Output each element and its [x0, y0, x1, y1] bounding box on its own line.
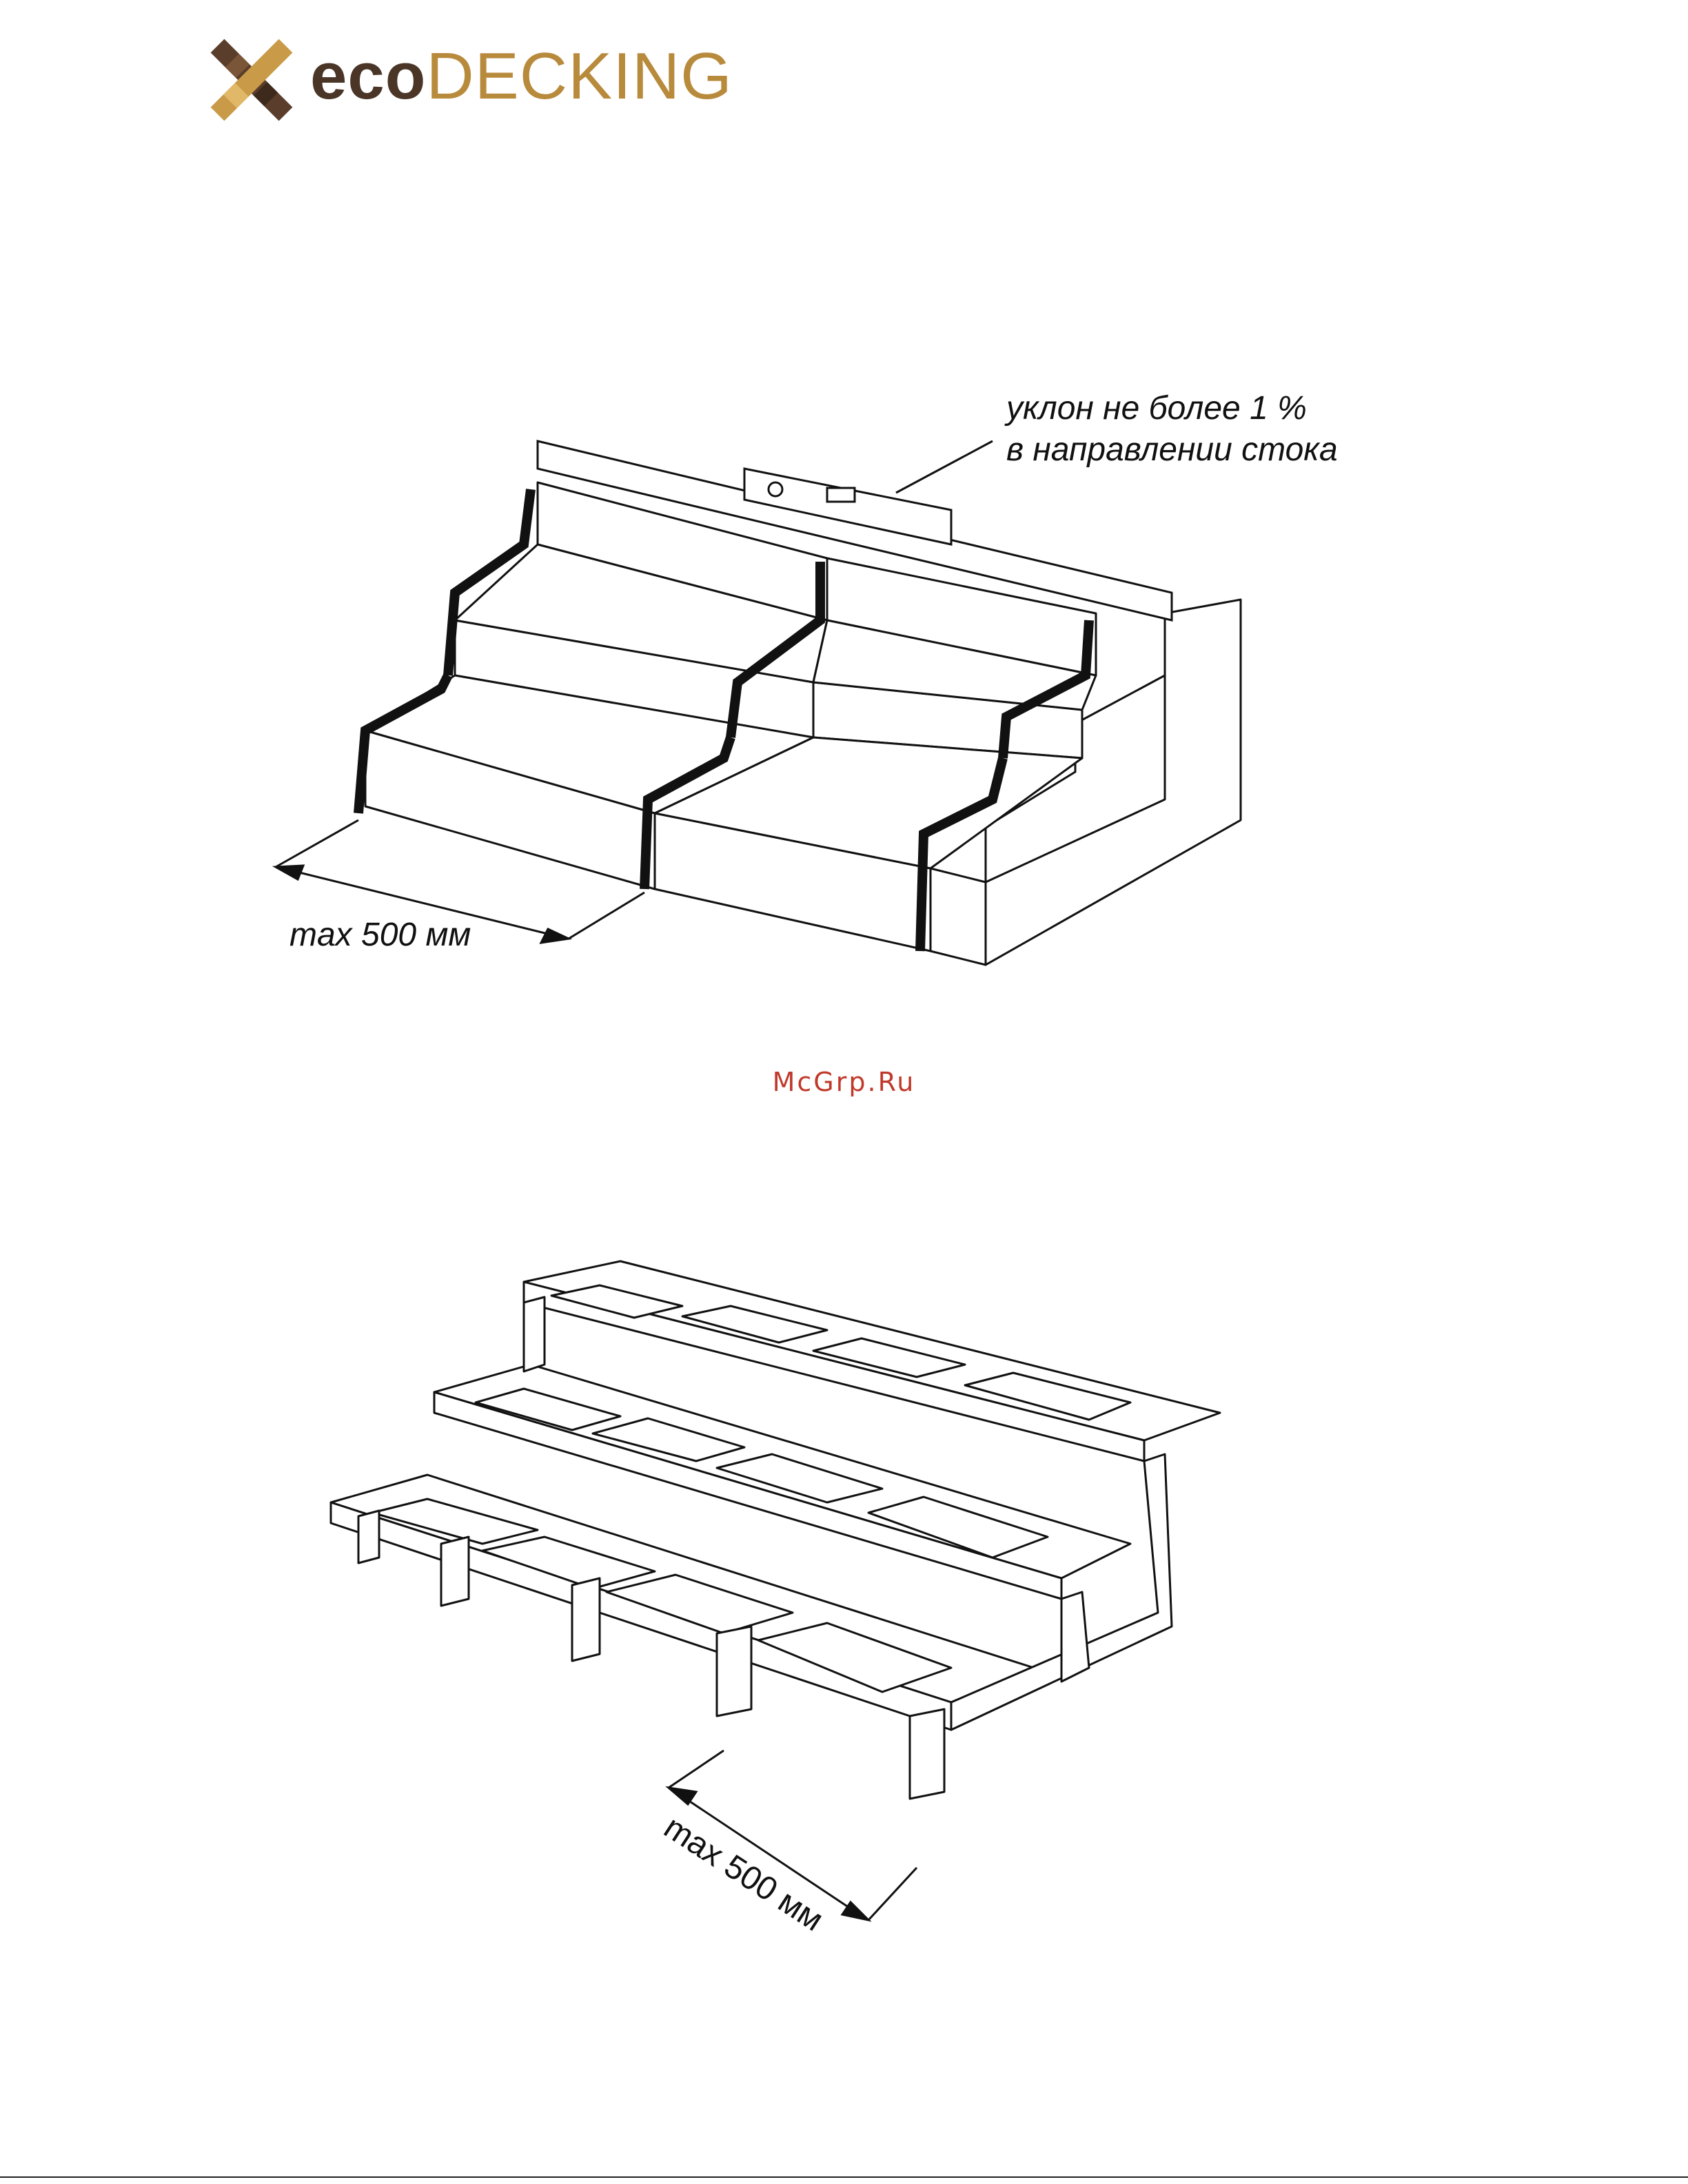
brand-logo: ecoDECKING — [200, 32, 724, 135]
logo-mark-icon — [200, 32, 303, 128]
brand-wordmark: ecoDECKING — [310, 39, 733, 114]
watermark: McGrp.Ru — [0, 1067, 1688, 1097]
stairs-drawing: уклон не более 1 % в направлении стока m… — [0, 386, 1688, 979]
slope-note-line1: уклон не более 1 % — [1004, 390, 1307, 427]
dimension-label-1: max 500 мм — [289, 917, 471, 953]
slope-note-line2: в направлении стока — [1006, 431, 1338, 468]
figure-stairs-slope: уклон не более 1 % в направлении стока m… — [0, 386, 1688, 979]
dimension-label-2: max 500 мм — [658, 1809, 830, 1939]
brand-decking: DECKING — [426, 39, 732, 113]
figure-stair-frame: max 500 мм — [0, 1254, 1688, 1943]
page-bottom-rule — [0, 2176, 1688, 2178]
brand-eco: eco — [310, 39, 426, 113]
frame-drawing: max 500 мм — [0, 1254, 1688, 1943]
